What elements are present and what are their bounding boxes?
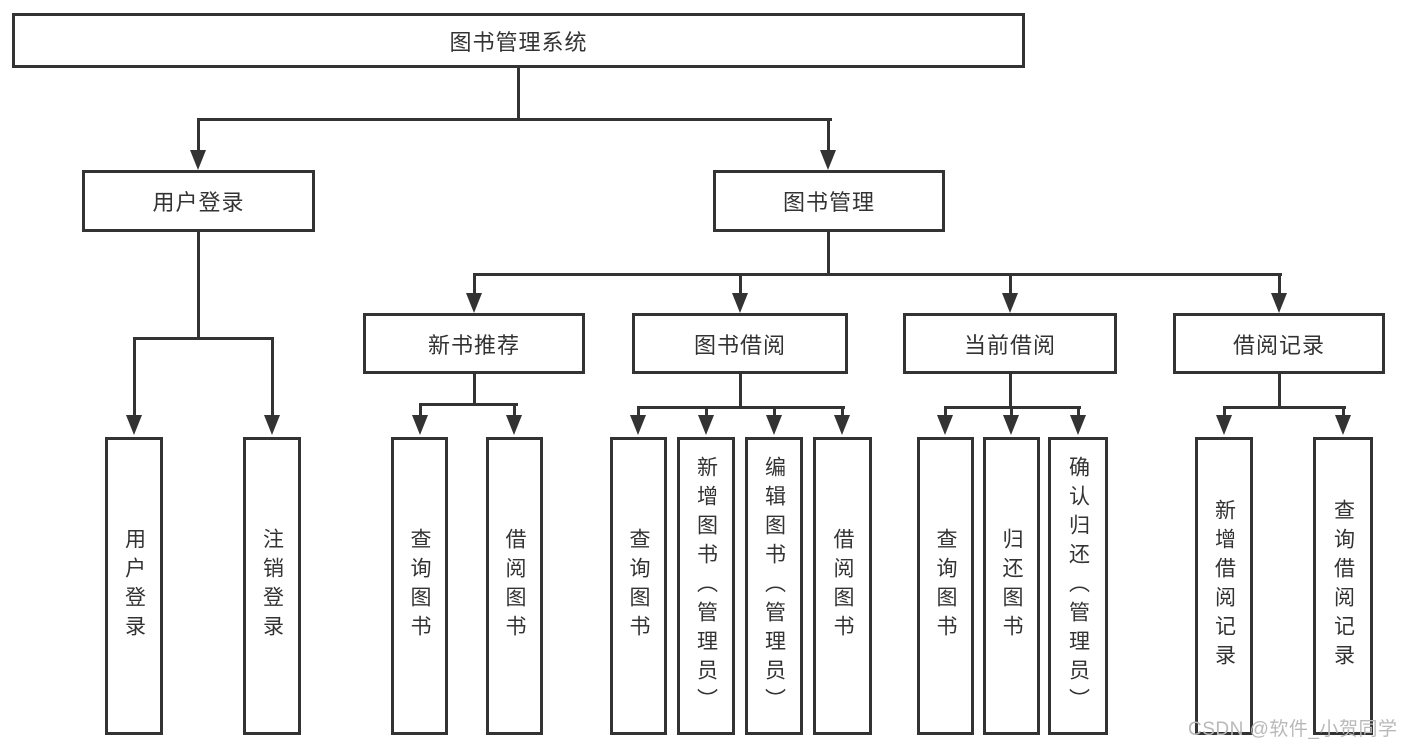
connector-line [1342, 406, 1345, 417]
connector-line [197, 118, 200, 152]
leaf-recommend-borrow-books-label: 借阅图书 [503, 528, 526, 644]
connector-line [827, 118, 830, 152]
node-system-root: 图书管理系统 [12, 13, 1025, 68]
leaf-current-confirm-return-admin-label: 确认归还（管理员） [1066, 455, 1090, 717]
node-current-borrowing: 当前借阅 [903, 313, 1117, 374]
arrow-head [1335, 415, 1351, 435]
connector-line [705, 406, 708, 417]
connector-line [1009, 273, 1012, 295]
arrow-head [506, 415, 522, 435]
arrow-head [1216, 415, 1232, 435]
connector-line [513, 403, 516, 417]
leaf-recommend-query-books-label: 查询图书 [408, 528, 431, 644]
leaf-records-add-borrow-record: 新增借阅记录 [1195, 437, 1253, 735]
connector-line [1278, 273, 1281, 295]
node-new-book-recommend: 新书推荐 [363, 313, 585, 374]
arrow-head [766, 415, 782, 435]
csdn-watermark: CSDN @软件_小贺同学 [1188, 719, 1398, 740]
leaf-records-query-borrow-record: 查询借阅记录 [1313, 437, 1373, 735]
arrow-head [264, 415, 280, 435]
arrow-head [1003, 415, 1019, 435]
leaf-logout: 注销登录 [243, 437, 301, 735]
leaf-borrow-add-books-admin-label: 新增图书（管理员） [694, 455, 718, 717]
connector-line [419, 403, 518, 406]
leaf-borrow-edit-books-admin-label: 编辑图书（管理员） [762, 455, 786, 717]
leaf-user-login-label: 用户登录 [122, 528, 146, 644]
connector-line [944, 406, 947, 417]
connector-line [473, 374, 476, 403]
node-current-borrowing-label: 当前借阅 [963, 332, 1056, 358]
leaf-current-query-books: 查询图书 [917, 437, 974, 735]
leaf-current-query-books-label: 查询图书 [934, 528, 957, 644]
arrow-head [630, 415, 646, 435]
connector-line [473, 273, 1282, 276]
arrow-head [698, 415, 714, 435]
leaf-records-query-borrow-record-label: 查询借阅记录 [1331, 499, 1355, 673]
connector-line [271, 337, 274, 417]
arrow-head [126, 415, 142, 435]
connector-line [1077, 406, 1080, 417]
arrow-head [412, 415, 428, 435]
connector-line [637, 406, 640, 417]
connector-line [739, 273, 742, 295]
connector-line [1278, 374, 1281, 406]
arrow-head [190, 150, 206, 170]
node-borrowing-records-label: 借阅记录 [1232, 332, 1325, 358]
connector-line [517, 68, 520, 118]
leaf-recommend-query-books: 查询图书 [391, 437, 448, 735]
arrow-head [466, 293, 482, 313]
node-new-book-recommend-label: 新书推荐 [427, 332, 520, 358]
leaf-current-return-books: 归还图书 [983, 437, 1040, 735]
connector-line [1223, 406, 1346, 409]
arrow-head [834, 415, 850, 435]
leaf-user-login: 用户登录 [105, 437, 163, 735]
node-borrowing-records: 借阅记录 [1173, 313, 1385, 374]
node-system-root-label: 图书管理系统 [449, 29, 588, 55]
connector-line [197, 118, 832, 121]
connector-line [1223, 406, 1226, 417]
connector-line [473, 273, 476, 295]
connector-line [827, 232, 830, 273]
leaf-borrow-query-books: 查询图书 [610, 437, 667, 735]
connector-line [1010, 406, 1013, 417]
connector-line [739, 374, 742, 406]
arrow-head [732, 293, 748, 313]
leaf-borrow-add-books-admin: 新增图书（管理员） [677, 437, 735, 735]
leaf-logout-label: 注销登录 [260, 528, 284, 644]
connector-line [841, 406, 844, 417]
connector-line [1009, 374, 1012, 406]
connector-line [133, 337, 136, 417]
leaf-borrow-borrow-books: 借阅图书 [813, 437, 872, 735]
node-book-borrowing-label: 图书借阅 [693, 332, 786, 358]
arrow-head [1070, 415, 1086, 435]
node-user-login: 用户登录 [82, 170, 315, 232]
connector-line [197, 232, 200, 337]
node-book-management: 图书管理 [713, 170, 945, 232]
leaf-records-add-borrow-record-label: 新增借阅记录 [1212, 499, 1236, 673]
arrow-head [937, 415, 953, 435]
leaf-current-return-books-label: 归还图书 [1000, 528, 1023, 644]
connector-line [419, 403, 422, 417]
arrow-head [1002, 293, 1018, 313]
connector-line [133, 337, 274, 340]
arrow-head [1271, 293, 1287, 313]
leaf-current-confirm-return-admin: 确认归还（管理员） [1048, 437, 1108, 735]
node-user-login-label: 用户登录 [152, 190, 245, 215]
connector-line [637, 406, 845, 409]
leaf-borrow-query-books-label: 查询图书 [627, 528, 650, 644]
arrow-head [820, 150, 836, 170]
leaf-recommend-borrow-books: 借阅图书 [486, 437, 543, 735]
connector-line [773, 406, 776, 417]
leaf-borrow-edit-books-admin: 编辑图书（管理员） [745, 437, 803, 735]
node-book-borrowing: 图书借阅 [632, 313, 848, 374]
leaf-borrow-borrow-books-label: 借阅图书 [831, 528, 854, 644]
node-book-management-label: 图书管理 [782, 190, 875, 215]
